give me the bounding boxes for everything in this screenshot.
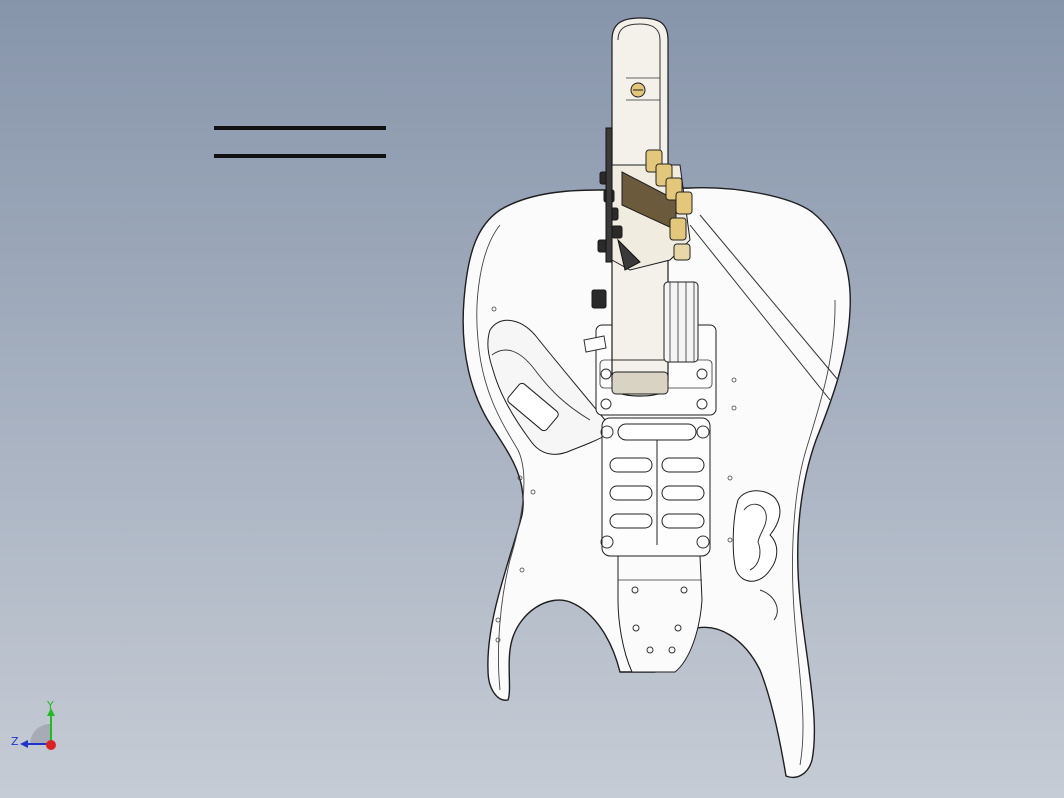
y-axis-label: Y: [47, 699, 54, 712]
bridge-saddles[interactable]: [583, 281, 699, 363]
sketch-lines-icon[interactable]: [214, 126, 386, 158]
control-cavity[interactable]: [732, 490, 781, 621]
body-screw-holes: [491, 306, 737, 643]
z-axis-label: Z: [11, 735, 19, 748]
headstock-tuners[interactable]: [591, 127, 693, 309]
tail-plate[interactable]: [617, 555, 703, 673]
pickguard[interactable]: [487, 320, 613, 455]
triad-axes-icon: [20, 708, 56, 750]
tremolo-rib-cavity[interactable]: [600, 417, 711, 557]
orientation-triad[interactable]: Y Z: [8, 700, 70, 760]
